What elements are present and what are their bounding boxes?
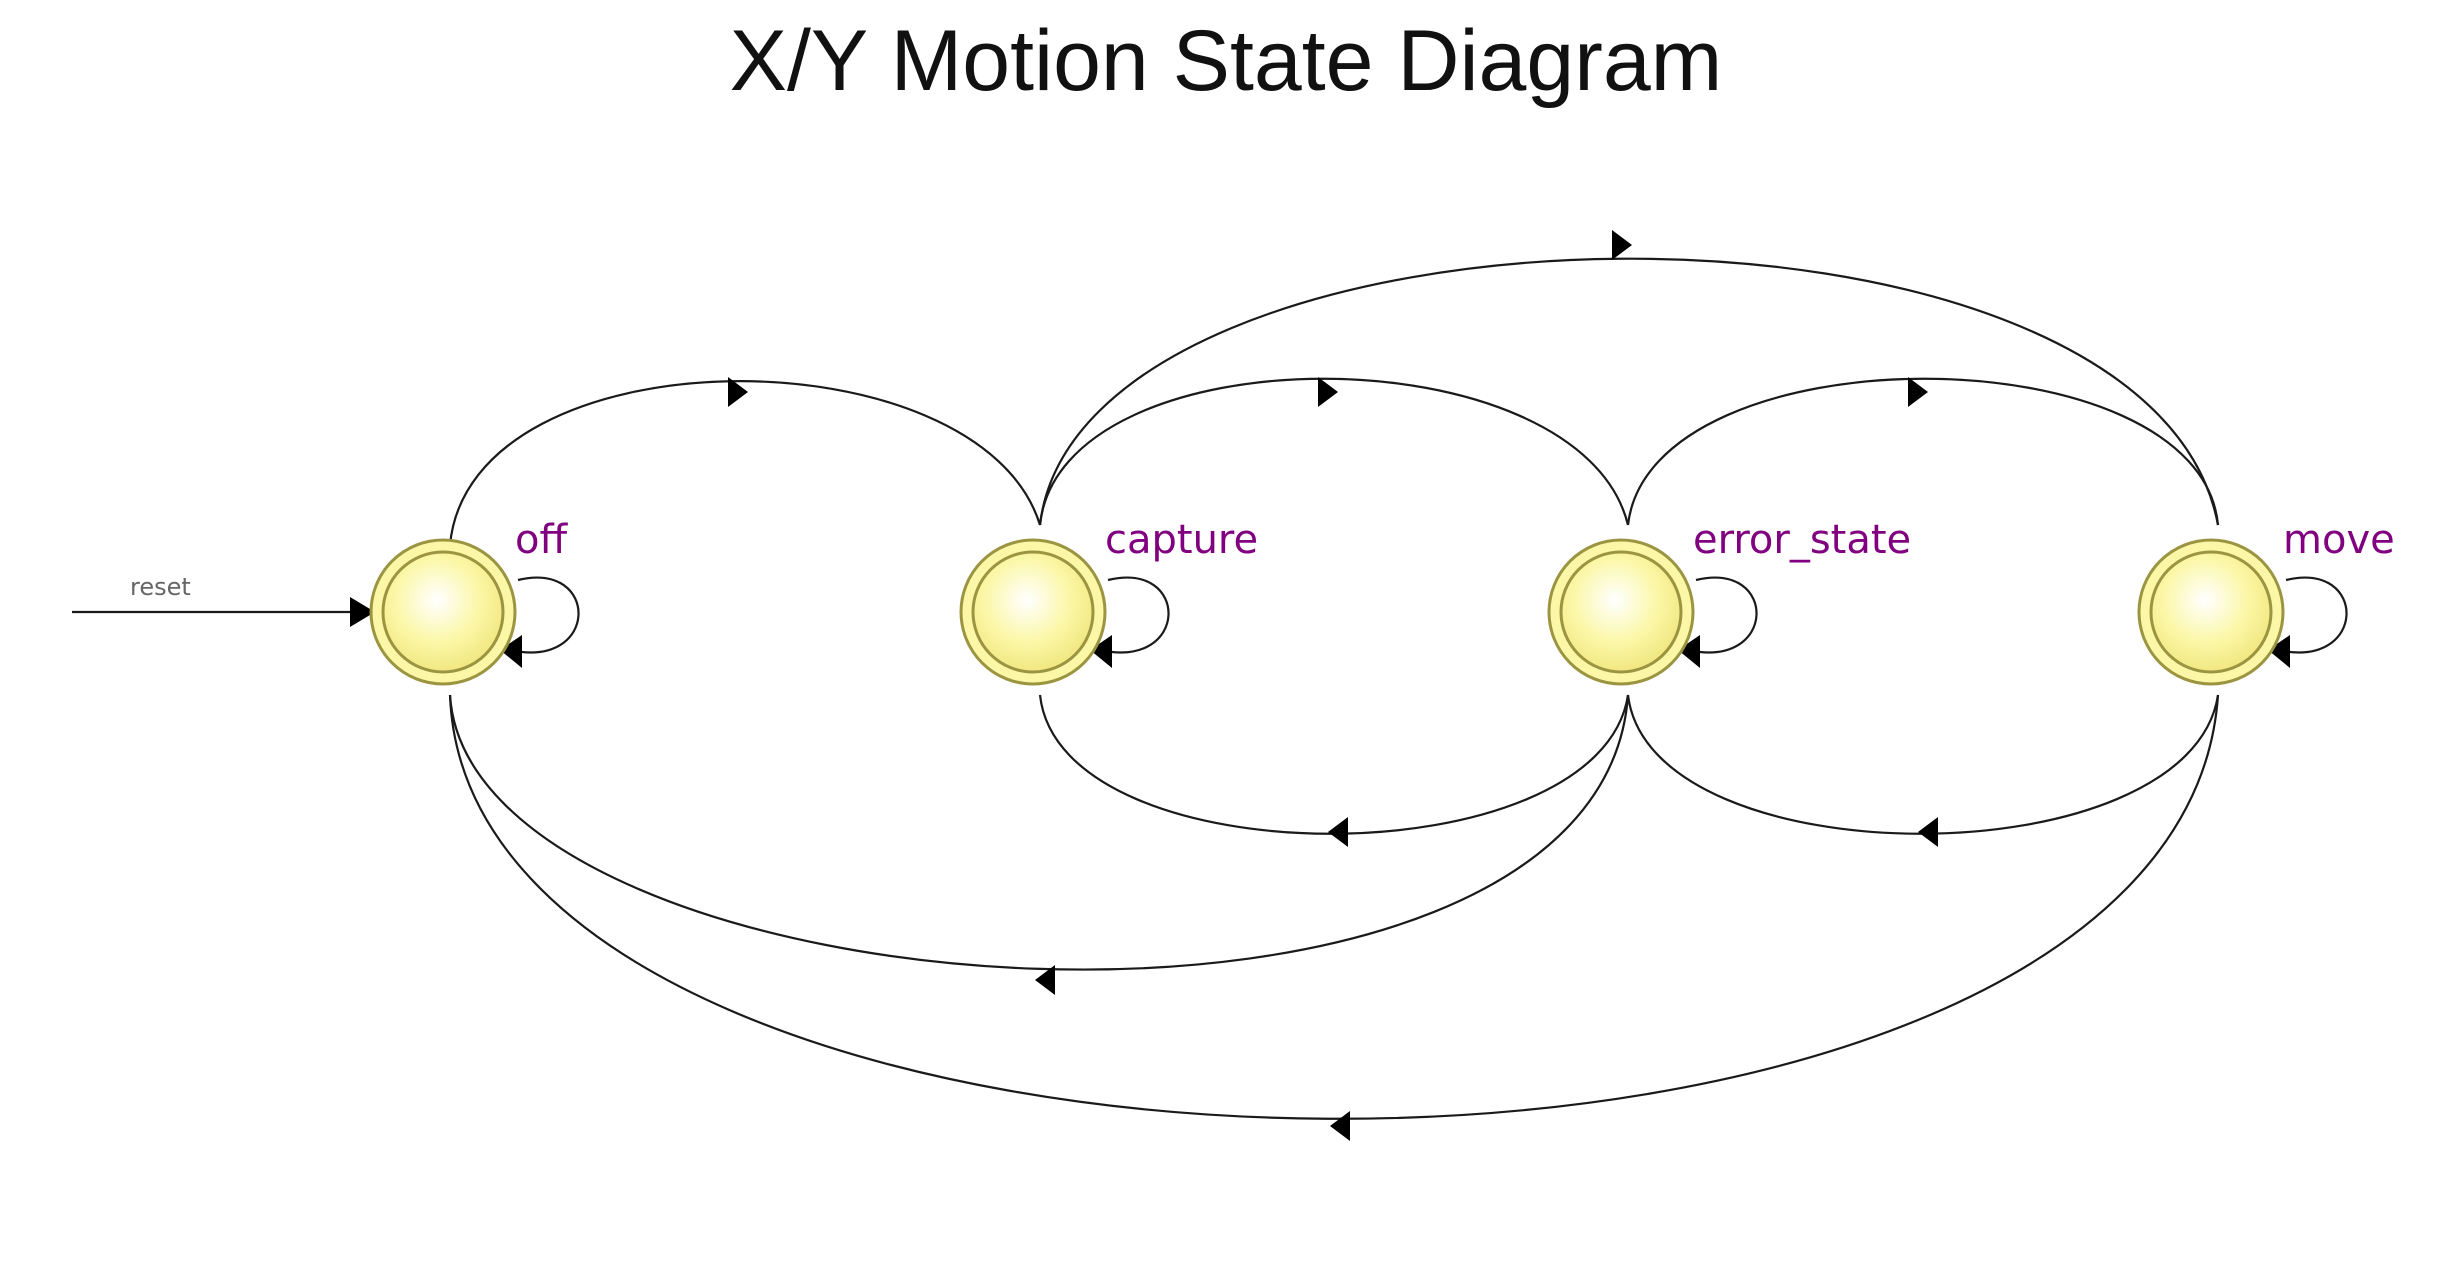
transition-error_state-to-off bbox=[448, 694, 1630, 995]
state-error_state[interactable] bbox=[1547, 538, 1695, 686]
transition-error_state-to-move bbox=[1626, 377, 2220, 526]
self-loop-move bbox=[2268, 576, 2348, 668]
self-loop-capture bbox=[1090, 576, 1170, 668]
state-off[interactable] bbox=[369, 538, 517, 686]
reset-label: reset bbox=[130, 573, 191, 601]
state-label-error_state: error_state bbox=[1693, 517, 1911, 563]
state-capture[interactable] bbox=[959, 538, 1107, 686]
diagram-title: X/Y Motion State Diagram bbox=[729, 13, 1723, 109]
state-move[interactable] bbox=[2137, 538, 2285, 686]
state-label-move: move bbox=[2283, 517, 2395, 563]
transition-off-to-capture bbox=[448, 377, 1042, 546]
self-loop-error_state bbox=[1678, 576, 1758, 668]
transition-capture-to-error_state bbox=[1038, 377, 1630, 526]
transition-move-to-off bbox=[448, 694, 2220, 1141]
transition-move-to-error_state bbox=[1626, 694, 2220, 847]
self-loop-off bbox=[500, 576, 580, 668]
state-label-capture: capture bbox=[1105, 517, 1258, 563]
state-label-off: off bbox=[515, 517, 568, 563]
reset-transition bbox=[72, 597, 375, 627]
transition-capture-to-move bbox=[1038, 230, 2220, 526]
transition-error_state-to-capture bbox=[1038, 694, 1630, 847]
